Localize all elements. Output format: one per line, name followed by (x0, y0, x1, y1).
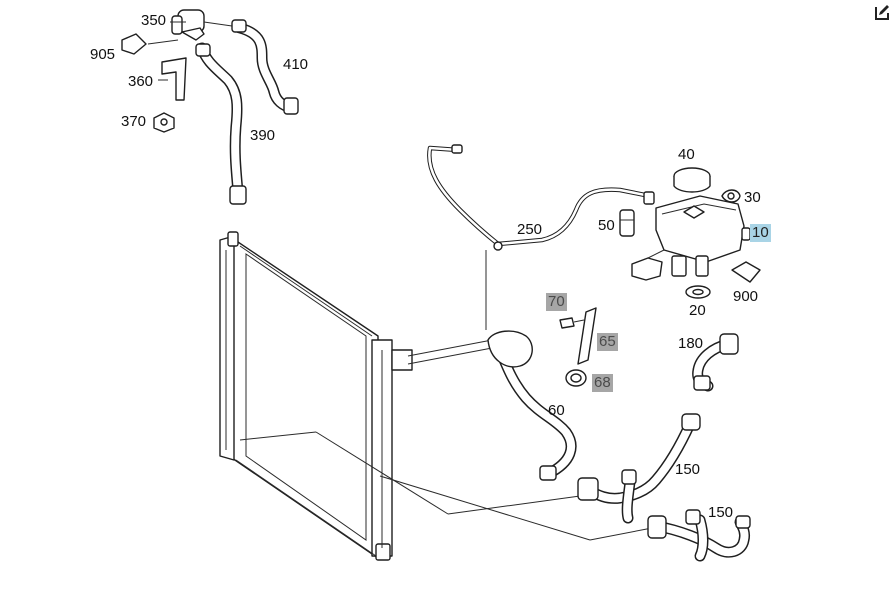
electric-pump-350 (171, 9, 233, 41)
bracket-65 (577, 307, 597, 365)
label-30[interactable]: 30 (744, 189, 761, 206)
label-905[interactable]: 905 (90, 46, 116, 63)
hose-150-lower (647, 509, 751, 562)
hose-180 (692, 333, 739, 392)
label-370[interactable]: 370 (121, 113, 147, 130)
pad-900 (731, 261, 761, 283)
cap-40 (673, 167, 711, 193)
edit-icon (875, 5, 889, 20)
label-68[interactable]: 68 (592, 374, 613, 392)
expansion-tank (631, 195, 745, 281)
connector-50 (619, 209, 635, 237)
washer-20 (685, 285, 711, 299)
label-70[interactable]: 70 (546, 293, 567, 311)
label-40[interactable]: 40 (678, 146, 695, 163)
label-65[interactable]: 65 (597, 333, 618, 351)
clamp-68 (565, 369, 587, 387)
label-150-upper[interactable]: 150 (675, 461, 701, 478)
label-150-lower[interactable]: 150 (708, 504, 734, 521)
label-20[interactable]: 20 (689, 302, 706, 319)
label-900[interactable]: 900 (733, 288, 759, 305)
edit-button[interactable] (874, 3, 892, 21)
label-360[interactable]: 360 (128, 73, 154, 90)
hose-410 (231, 19, 299, 115)
bracket-360 (158, 57, 187, 101)
label-350[interactable]: 350 (141, 12, 167, 29)
radiator (219, 231, 413, 561)
bracket-905 (121, 33, 147, 55)
nut-370 (153, 112, 175, 133)
hose-60 (487, 330, 577, 481)
label-60[interactable]: 60 (548, 402, 565, 419)
label-410[interactable]: 410 (283, 56, 309, 73)
label-10[interactable]: 10 (750, 224, 771, 242)
label-390[interactable]: 390 (250, 127, 276, 144)
label-180[interactable]: 180 (678, 335, 704, 352)
hose-150-upper (577, 413, 701, 524)
screw-70 (559, 317, 585, 329)
vent-line-250 (427, 144, 655, 251)
label-50[interactable]: 50 (598, 217, 615, 234)
label-250[interactable]: 250 (517, 221, 543, 238)
grommet-30 (721, 189, 741, 203)
hose-390 (195, 42, 247, 205)
sensor-10 (741, 227, 751, 241)
